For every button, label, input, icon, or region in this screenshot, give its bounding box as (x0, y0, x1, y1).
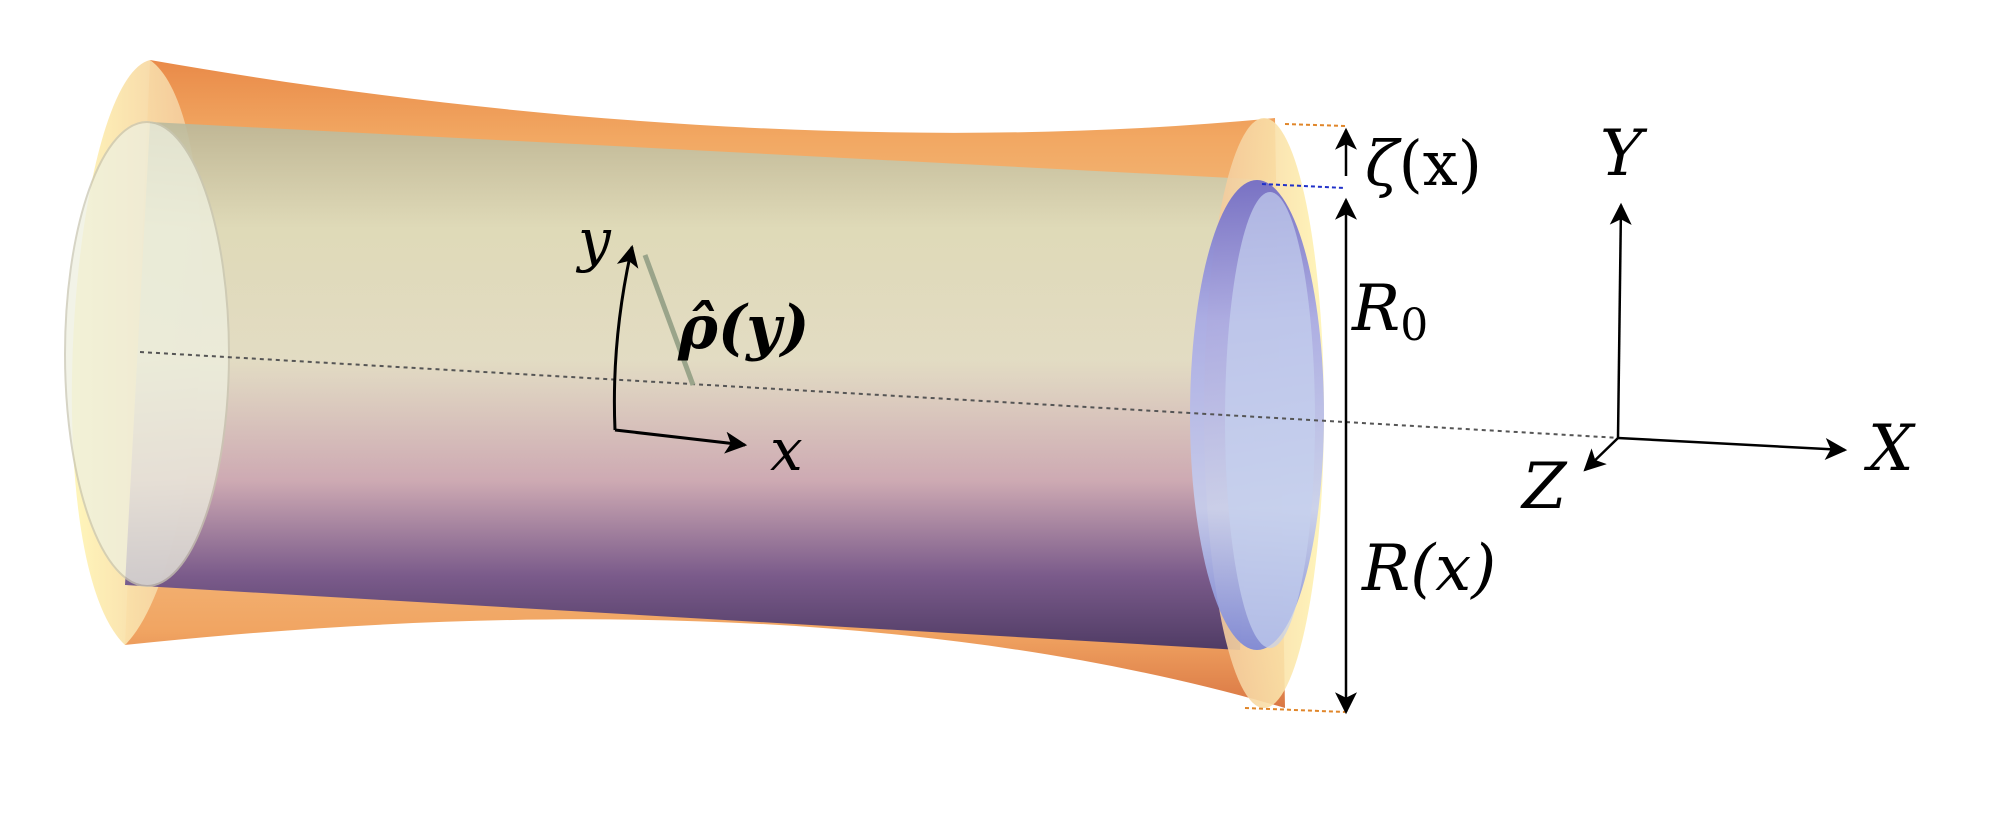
global-x-label: X (1863, 412, 1916, 486)
local-y-label: y (575, 206, 612, 274)
rho-label: ρ̂(y) (677, 293, 810, 363)
zeta-label: ζ(x) (1365, 127, 1482, 200)
outer-bottom-guide (1244, 707, 1346, 713)
inner-tube-left-end (64, 121, 230, 587)
r0-label: R0 (1351, 272, 1428, 351)
local-x-axis (614, 428, 748, 454)
local-x-label: x (770, 416, 803, 484)
inner-tube-right-hole (1225, 192, 1315, 648)
outer-top-guide (1284, 123, 1346, 127)
rho-vector (642, 254, 696, 386)
global-z-axis (1583, 437, 1619, 472)
global-x-axis (1617, 436, 1848, 460)
global-y-axis (1609, 202, 1632, 439)
tube-axis (139, 351, 1621, 439)
global-y-label: Y (1600, 117, 1648, 191)
global-z-label: Z (1520, 450, 1568, 524)
inner-tube-body (125, 122, 1270, 650)
rx-label: R(x) (1361, 532, 1496, 606)
local-y-axis (612, 244, 639, 431)
